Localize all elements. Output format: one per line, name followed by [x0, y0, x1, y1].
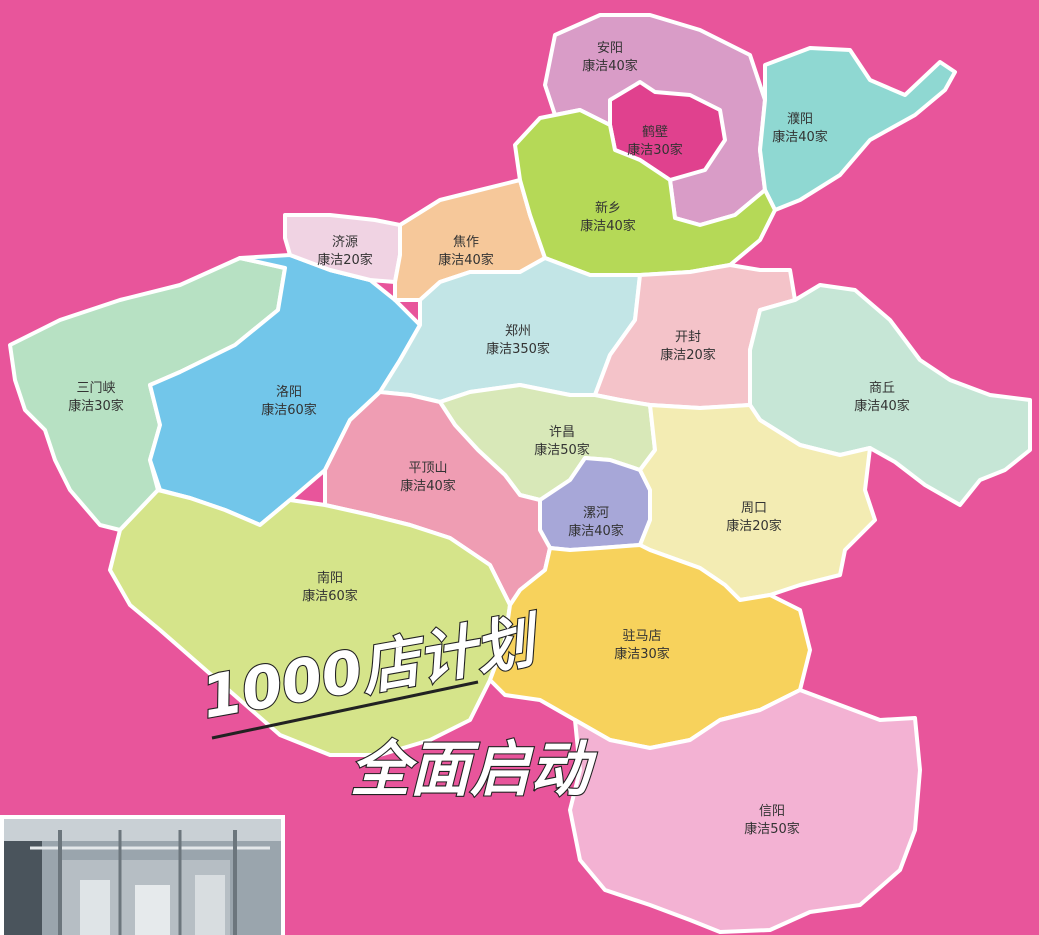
region-name: 安阳 [597, 41, 623, 56]
region-stores: 康洁20家 [726, 518, 782, 534]
region-stores: 康洁50家 [744, 821, 800, 837]
region-name: 开封 [675, 330, 701, 345]
region-name: 焦作 [453, 235, 479, 250]
region-stores: 康洁50家 [534, 442, 590, 458]
region-name: 洛阳 [276, 385, 302, 400]
region-name: 南阳 [317, 570, 343, 586]
region-name: 许昌 [549, 425, 575, 440]
region-stores: 康洁40家 [772, 129, 828, 145]
region-stores: 康洁350家 [486, 341, 550, 357]
region-name: 驻马店 [622, 629, 661, 644]
region-name: 周口 [741, 501, 767, 516]
region-stores: 康洁30家 [614, 646, 670, 662]
region-stores: 康洁40家 [400, 478, 456, 494]
region-name: 济源 [332, 235, 358, 250]
region-stores: 康洁30家 [627, 142, 683, 158]
region-stores: 康洁40家 [582, 58, 638, 74]
region-name: 商丘 [869, 381, 895, 396]
region-stores: 康洁40家 [568, 523, 624, 539]
factory-photo-inset [0, 815, 285, 935]
region-name: 鹤壁 [642, 124, 668, 140]
region-xinyang[interactable] [568, 688, 922, 934]
region-zhumadian[interactable] [488, 543, 812, 750]
region-name: 平顶山 [408, 461, 447, 476]
slogan-underline [211, 680, 479, 740]
region-stores: 康洁60家 [302, 588, 358, 604]
region-name: 三门峡 [76, 381, 115, 396]
region-stores: 康洁20家 [660, 347, 716, 363]
region-name: 濮阳 [787, 112, 813, 127]
region-name: 漯河 [583, 506, 609, 521]
region-zhoukou[interactable] [638, 403, 877, 602]
region-name: 新乡 [595, 200, 621, 216]
region-stores: 康洁40家 [438, 252, 494, 268]
region-stores: 康洁20家 [317, 252, 373, 268]
slogan-line2: 全面启动 [350, 735, 598, 805]
region-name: 郑州 [505, 324, 531, 339]
region-stores: 康洁60家 [261, 402, 317, 418]
region-stores: 康洁40家 [854, 398, 910, 414]
region-stores: 康洁30家 [68, 398, 124, 414]
region-name: 信阳 [759, 804, 785, 819]
region-puyang[interactable] [758, 46, 957, 212]
region-stores: 康洁40家 [580, 218, 636, 234]
